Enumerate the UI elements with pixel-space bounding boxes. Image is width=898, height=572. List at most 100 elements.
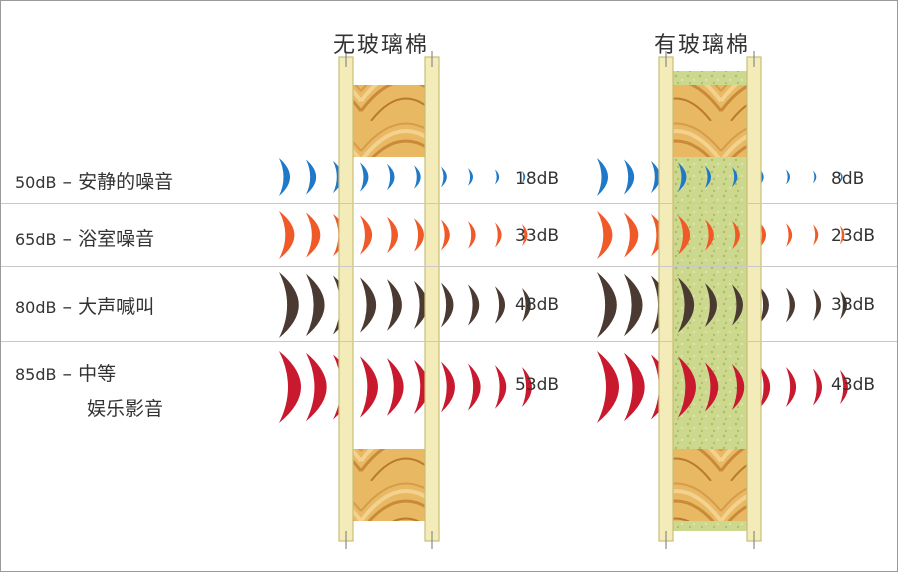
wave-without-row1 — [495, 222, 502, 248]
value-without-entertainment: 53dB — [515, 375, 560, 395]
value-with-quiet: 8dB — [831, 169, 865, 189]
row-divider — [1, 266, 897, 267]
wave-without-row0 — [279, 158, 290, 196]
wave-without-row1 — [414, 218, 424, 252]
row-text: 安静的噪音 — [78, 171, 174, 193]
wave-without-row3 — [306, 352, 327, 422]
wave-without-row1 — [306, 212, 321, 258]
value-with-bathroom: 23dB — [831, 226, 876, 246]
row-db: 50dB — [15, 173, 57, 192]
wall-without-stud-left — [338, 56, 354, 542]
wave-with-row1 — [786, 223, 793, 247]
wave-with-row0 — [732, 166, 738, 188]
row-db: 65dB — [15, 230, 57, 249]
wave-without-row2 — [387, 279, 402, 331]
wave-with-row1 — [813, 224, 819, 246]
value-without-bathroom: 33dB — [515, 226, 560, 246]
value-with-shouting: 38dB — [831, 295, 876, 315]
wave-with-row3 — [813, 368, 822, 406]
wall-without-wood-bottom — [353, 449, 425, 521]
wave-with-row3 — [732, 363, 745, 411]
wave-without-row2 — [441, 282, 454, 328]
wave-without-row3 — [441, 361, 455, 413]
wave-without-row3 — [495, 365, 507, 409]
wave-with-row0 — [786, 169, 791, 185]
row-label-entertainment: 85dB – 中等 娱乐影音 — [15, 357, 163, 426]
wave-with-row3 — [705, 362, 719, 412]
wave-with-row0 — [840, 171, 843, 183]
row-db: 80dB — [15, 298, 57, 317]
wall-with-wood-top — [673, 85, 747, 157]
wave-without-row1 — [522, 224, 528, 246]
wave-without-row3 — [522, 367, 532, 407]
wave-without-row2 — [495, 286, 506, 324]
row-text: 浴室噪音 — [78, 228, 155, 250]
wave-without-row0 — [306, 159, 317, 195]
wave-without-row3 — [468, 363, 481, 411]
value-without-shouting: 48dB — [515, 295, 560, 315]
row-label-quiet: 50dB – 安静的噪音 — [15, 167, 173, 194]
row-dash: – — [62, 296, 73, 318]
wave-with-row0 — [597, 158, 608, 196]
wave-without-row1 — [387, 216, 398, 254]
wave-without-row2 — [522, 288, 531, 322]
wave-without-row0 — [495, 169, 500, 185]
wall-with-stud-right — [746, 56, 762, 542]
wave-without-row0 — [468, 168, 474, 186]
wave-with-row2 — [732, 284, 743, 326]
wave-with-row0 — [813, 170, 817, 184]
row-dash: – — [62, 228, 73, 250]
wave-without-row3 — [387, 358, 404, 416]
wave-with-row3 — [678, 356, 696, 418]
wave-with-row2 — [597, 272, 617, 338]
wave-without-row2 — [306, 273, 325, 337]
wave-with-row2 — [813, 289, 822, 321]
row-label-bathroom: 65dB – 浴室噪音 — [15, 224, 154, 251]
wall-without-wood-top — [353, 85, 425, 157]
row-text-line2: 娱乐影音 — [87, 398, 164, 420]
wave-with-row3 — [597, 351, 619, 423]
wave-without-row0 — [414, 165, 421, 189]
wave-without-row1 — [441, 219, 450, 251]
wave-without-row2 — [360, 277, 377, 333]
row-dash: – — [62, 171, 73, 193]
wave-with-row2 — [705, 282, 717, 328]
wave-without-row2 — [414, 280, 428, 330]
title-with-glasswool: 有玻璃棉 — [654, 33, 751, 58]
wave-without-row1 — [279, 211, 295, 259]
wave-with-row1 — [705, 219, 714, 251]
wall-with-wood-bottom — [673, 449, 747, 521]
wave-with-row1 — [759, 221, 767, 249]
wave-with-row3 — [786, 366, 797, 408]
wall-with-stud-left — [658, 56, 674, 542]
wave-without-row2 — [468, 284, 480, 326]
wave-with-row2 — [840, 290, 848, 320]
value-without-quiet: 18dB — [515, 169, 560, 189]
wave-without-row3 — [360, 356, 378, 418]
wave-without-row2 — [279, 272, 299, 338]
row-text: 大声喊叫 — [78, 296, 155, 318]
value-with-entertainment: 43dB — [831, 375, 876, 395]
row-db: 85dB — [15, 365, 57, 384]
wave-with-row0 — [624, 159, 635, 195]
wave-without-row1 — [468, 221, 476, 249]
wave-with-row3 — [840, 370, 848, 404]
wave-with-row1 — [597, 211, 613, 259]
wave-without-row1 — [360, 215, 373, 255]
wall-without-stud-right — [424, 56, 440, 542]
wave-with-row1 — [678, 215, 691, 255]
row-label-shouting: 80dB – 大声喊叫 — [15, 292, 154, 319]
wave-with-row2 — [678, 277, 695, 333]
row-divider — [1, 341, 897, 342]
wave-with-row0 — [651, 160, 661, 194]
wave-with-row0 — [705, 165, 712, 189]
wave-with-row1 — [840, 225, 845, 245]
wave-with-row3 — [759, 365, 771, 409]
row-text: 中等 — [78, 363, 117, 385]
wave-without-row0 — [441, 166, 447, 188]
wave-with-row1 — [624, 212, 639, 258]
wave-with-row2 — [759, 286, 769, 324]
wave-without-row0 — [387, 163, 395, 191]
